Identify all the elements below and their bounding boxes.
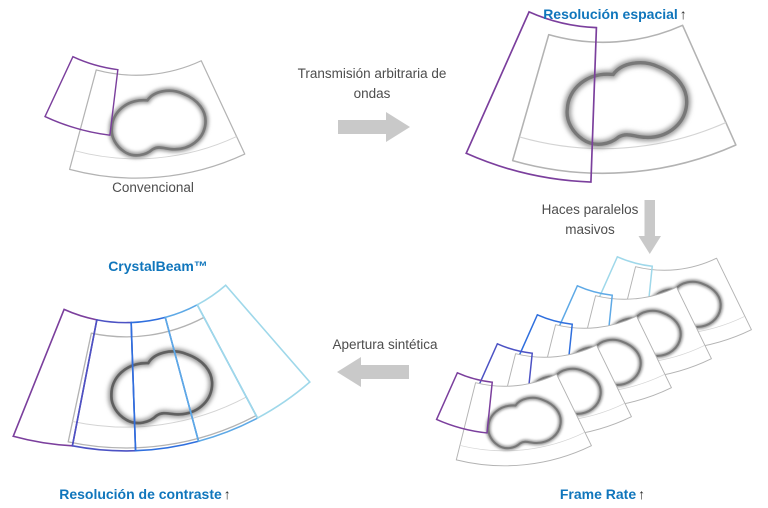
label-spatial-resolution: Resolución espacial↑ (500, 4, 730, 24)
label-crystalbeam: CrystalBeam™ (108, 258, 208, 274)
fan-outline (61, 58, 246, 185)
crystalbeam-fan (0, 274, 315, 469)
up-arrow-icon: ↑ (638, 486, 646, 502)
up-arrow-icon: ↑ (223, 486, 231, 502)
label-arbitrary-transmission: Transmisión arbitraria de ondas (297, 66, 447, 101)
contrast-resolution-text: Resolución de contraste (59, 486, 222, 502)
up-arrow-icon: ↑ (679, 6, 687, 22)
spatial-resolution-text: Resolución espacial (543, 6, 678, 22)
label-frame-rate: Frame Rate↑ (520, 484, 685, 504)
label-contrast-resolution: Resolución de contraste↑ (20, 484, 270, 504)
label-conventional: Convencional (112, 180, 194, 195)
frame-rate-stack (431, 252, 753, 474)
conventional-fan (39, 52, 246, 187)
label-parallel-beams: Haces paralelos masivos (541, 202, 639, 237)
frame-rate-text: Frame Rate (559, 486, 637, 502)
arrow-right-icon (338, 112, 410, 142)
spatial-resolution-fan (455, 6, 738, 192)
fan-outline (504, 22, 737, 180)
arrow-left-icon (337, 357, 409, 387)
label-synthetic-aperture: Apertura sintética (332, 337, 438, 352)
